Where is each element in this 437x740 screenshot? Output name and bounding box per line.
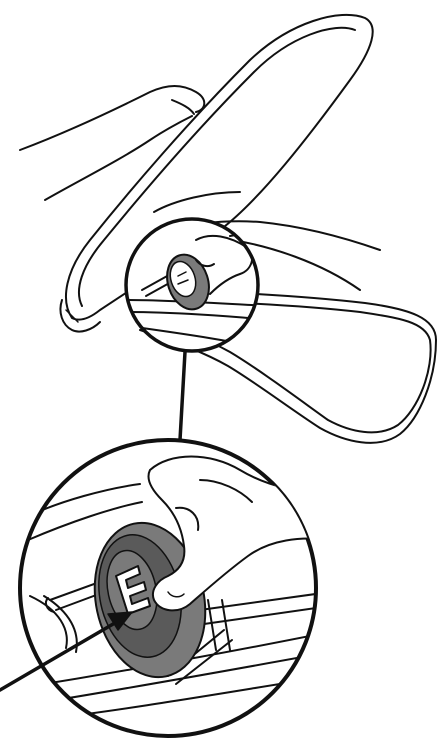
detail-callout-large bbox=[20, 440, 330, 736]
callout-connector-line bbox=[180, 352, 185, 440]
detail-callout-small bbox=[126, 219, 300, 351]
